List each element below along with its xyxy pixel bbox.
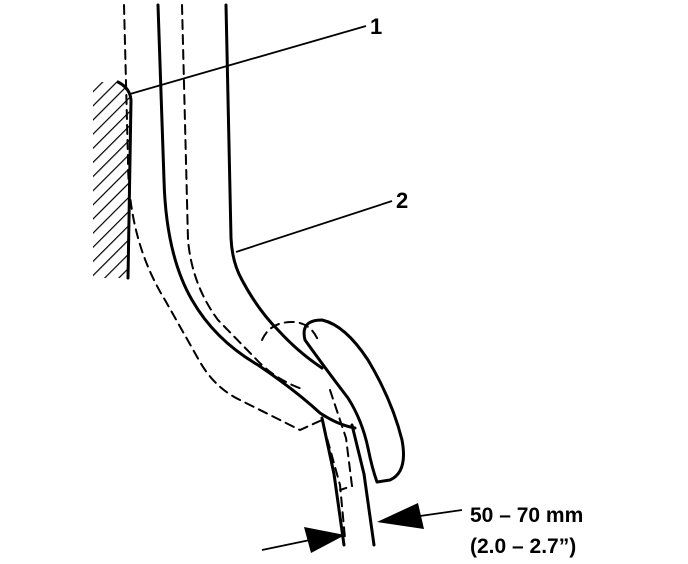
pedal-arm-dashed-outline bbox=[123, 4, 354, 539]
callout-2: 2 bbox=[396, 188, 408, 213]
callout-1: 1 bbox=[370, 14, 382, 39]
leader-line-2 bbox=[235, 200, 393, 253]
leader-line-1 bbox=[129, 25, 367, 95]
pedal-arm bbox=[156, 3, 405, 547]
dimension-metric: 50 – 70 mm bbox=[470, 504, 583, 527]
dimension-arrow-right bbox=[377, 503, 463, 529]
dimension-arrow-left bbox=[261, 527, 345, 553]
wall-hatch bbox=[93, 80, 133, 280]
dimension-imperial: (2.0 – 2.7”) bbox=[470, 535, 576, 558]
